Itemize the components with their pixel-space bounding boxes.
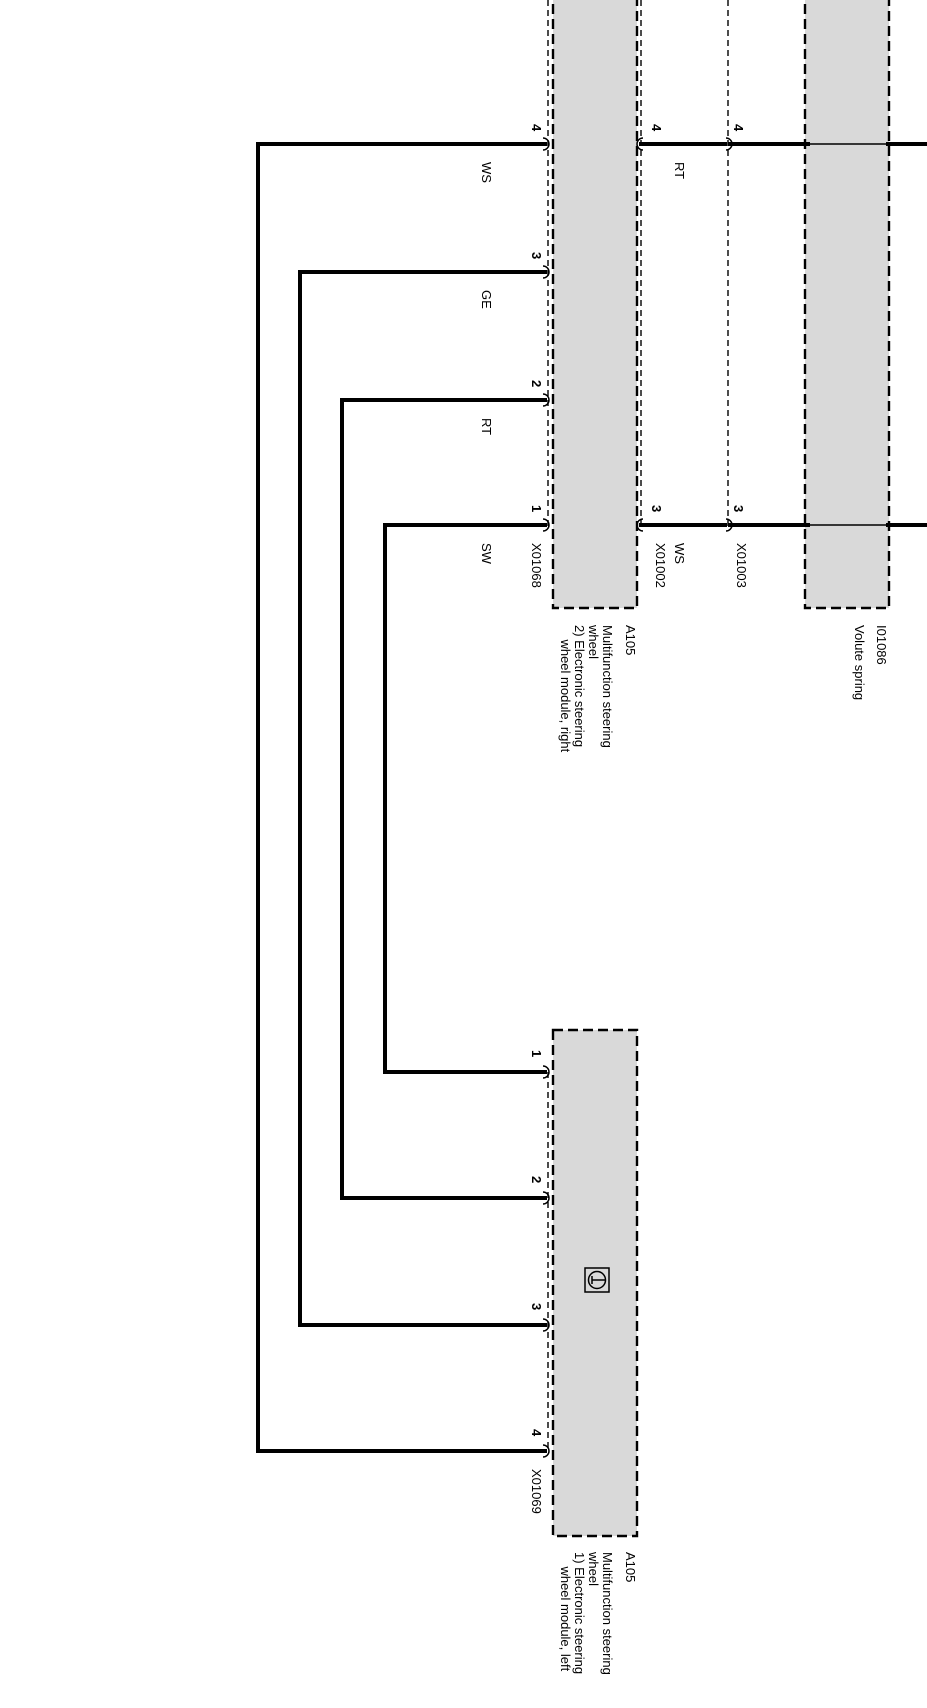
pin-terminal	[725, 137, 733, 151]
pin-terminal	[542, 265, 550, 279]
right-module-box	[551, 0, 639, 610]
right-module-line: wheel	[586, 624, 601, 659]
pin-terminal	[636, 137, 644, 151]
pin-terminal	[725, 518, 733, 532]
right-module-line: 2) Electronic steering	[572, 625, 587, 747]
pin-terminal	[542, 518, 550, 532]
left-module-pin-1: 1	[529, 1050, 544, 1057]
pin-terminal	[542, 1318, 550, 1332]
left-module-box	[551, 1028, 639, 1538]
wire-color-label: RT	[479, 418, 494, 435]
pin-terminal	[542, 1444, 550, 1458]
volute-spring-label: I01086 Volute spring	[852, 625, 889, 700]
steering-wheel-symbol-icon	[584, 1267, 610, 1293]
right-module-line: wheel module, right	[558, 625, 573, 753]
right-module-id: A105	[623, 625, 638, 655]
connector-label-x01002: X01002	[653, 543, 668, 588]
left-module-line: Multifunction steering	[600, 1552, 615, 1675]
connector-label-x01003: X01003	[734, 543, 749, 588]
left-module-line: wheel	[586, 1551, 601, 1586]
inner-connector-pin-3: 3	[649, 505, 664, 512]
left-module-line: 1) Electronic steering	[572, 1552, 587, 1674]
connector-label-x01068: X01068	[529, 543, 544, 588]
wire-color-label: RT	[672, 162, 687, 179]
right-module-pin-2: 2	[529, 380, 544, 387]
pin-terminal	[542, 1065, 550, 1079]
left-module-label: A105 Multifunction steering wheel 1) Ele…	[558, 1551, 638, 1675]
connector-label-x01069: X01069	[529, 1469, 544, 1514]
outer-connector-pin-3: 3	[731, 505, 746, 512]
wire-ge	[298, 270, 547, 1327]
right-module-pin-3: 3	[529, 252, 544, 259]
right-module-pin-1: 1	[529, 505, 544, 512]
left-module-pin-3: 3	[529, 1303, 544, 1310]
right-module-label: A105 Multifunction steering wheel 2) Ele…	[558, 624, 638, 753]
outer-connector-pin-4: 4	[731, 124, 746, 132]
pin-terminal	[636, 518, 644, 532]
volute-spring-id: I01086	[874, 625, 889, 665]
wire-color-label: SW	[479, 543, 494, 565]
left-module-pin-2: 2	[529, 1176, 544, 1183]
wire-color-label: GE	[479, 290, 494, 309]
left-module-pin-4: 4	[529, 1429, 544, 1437]
right-module-line: Multifunction steering	[600, 625, 615, 748]
wire-color-label: WS	[672, 543, 687, 564]
inner-connector-pin-4: 4	[649, 124, 664, 132]
right-module-pin-4: 4	[529, 124, 544, 132]
wire-sw	[383, 523, 547, 1074]
volute-spring-name: Volute spring	[852, 625, 867, 700]
pin-terminal	[542, 393, 550, 407]
pin-terminal	[542, 1191, 550, 1205]
wire-rt	[340, 398, 547, 1200]
wire-ws	[256, 142, 547, 1453]
left-module-id: A105	[623, 1552, 638, 1582]
left-module-line: wheel module, left	[558, 1552, 573, 1672]
volute-spring-box	[803, 0, 891, 610]
wire-color-label: WS	[479, 162, 494, 183]
pin-terminal	[542, 137, 550, 151]
